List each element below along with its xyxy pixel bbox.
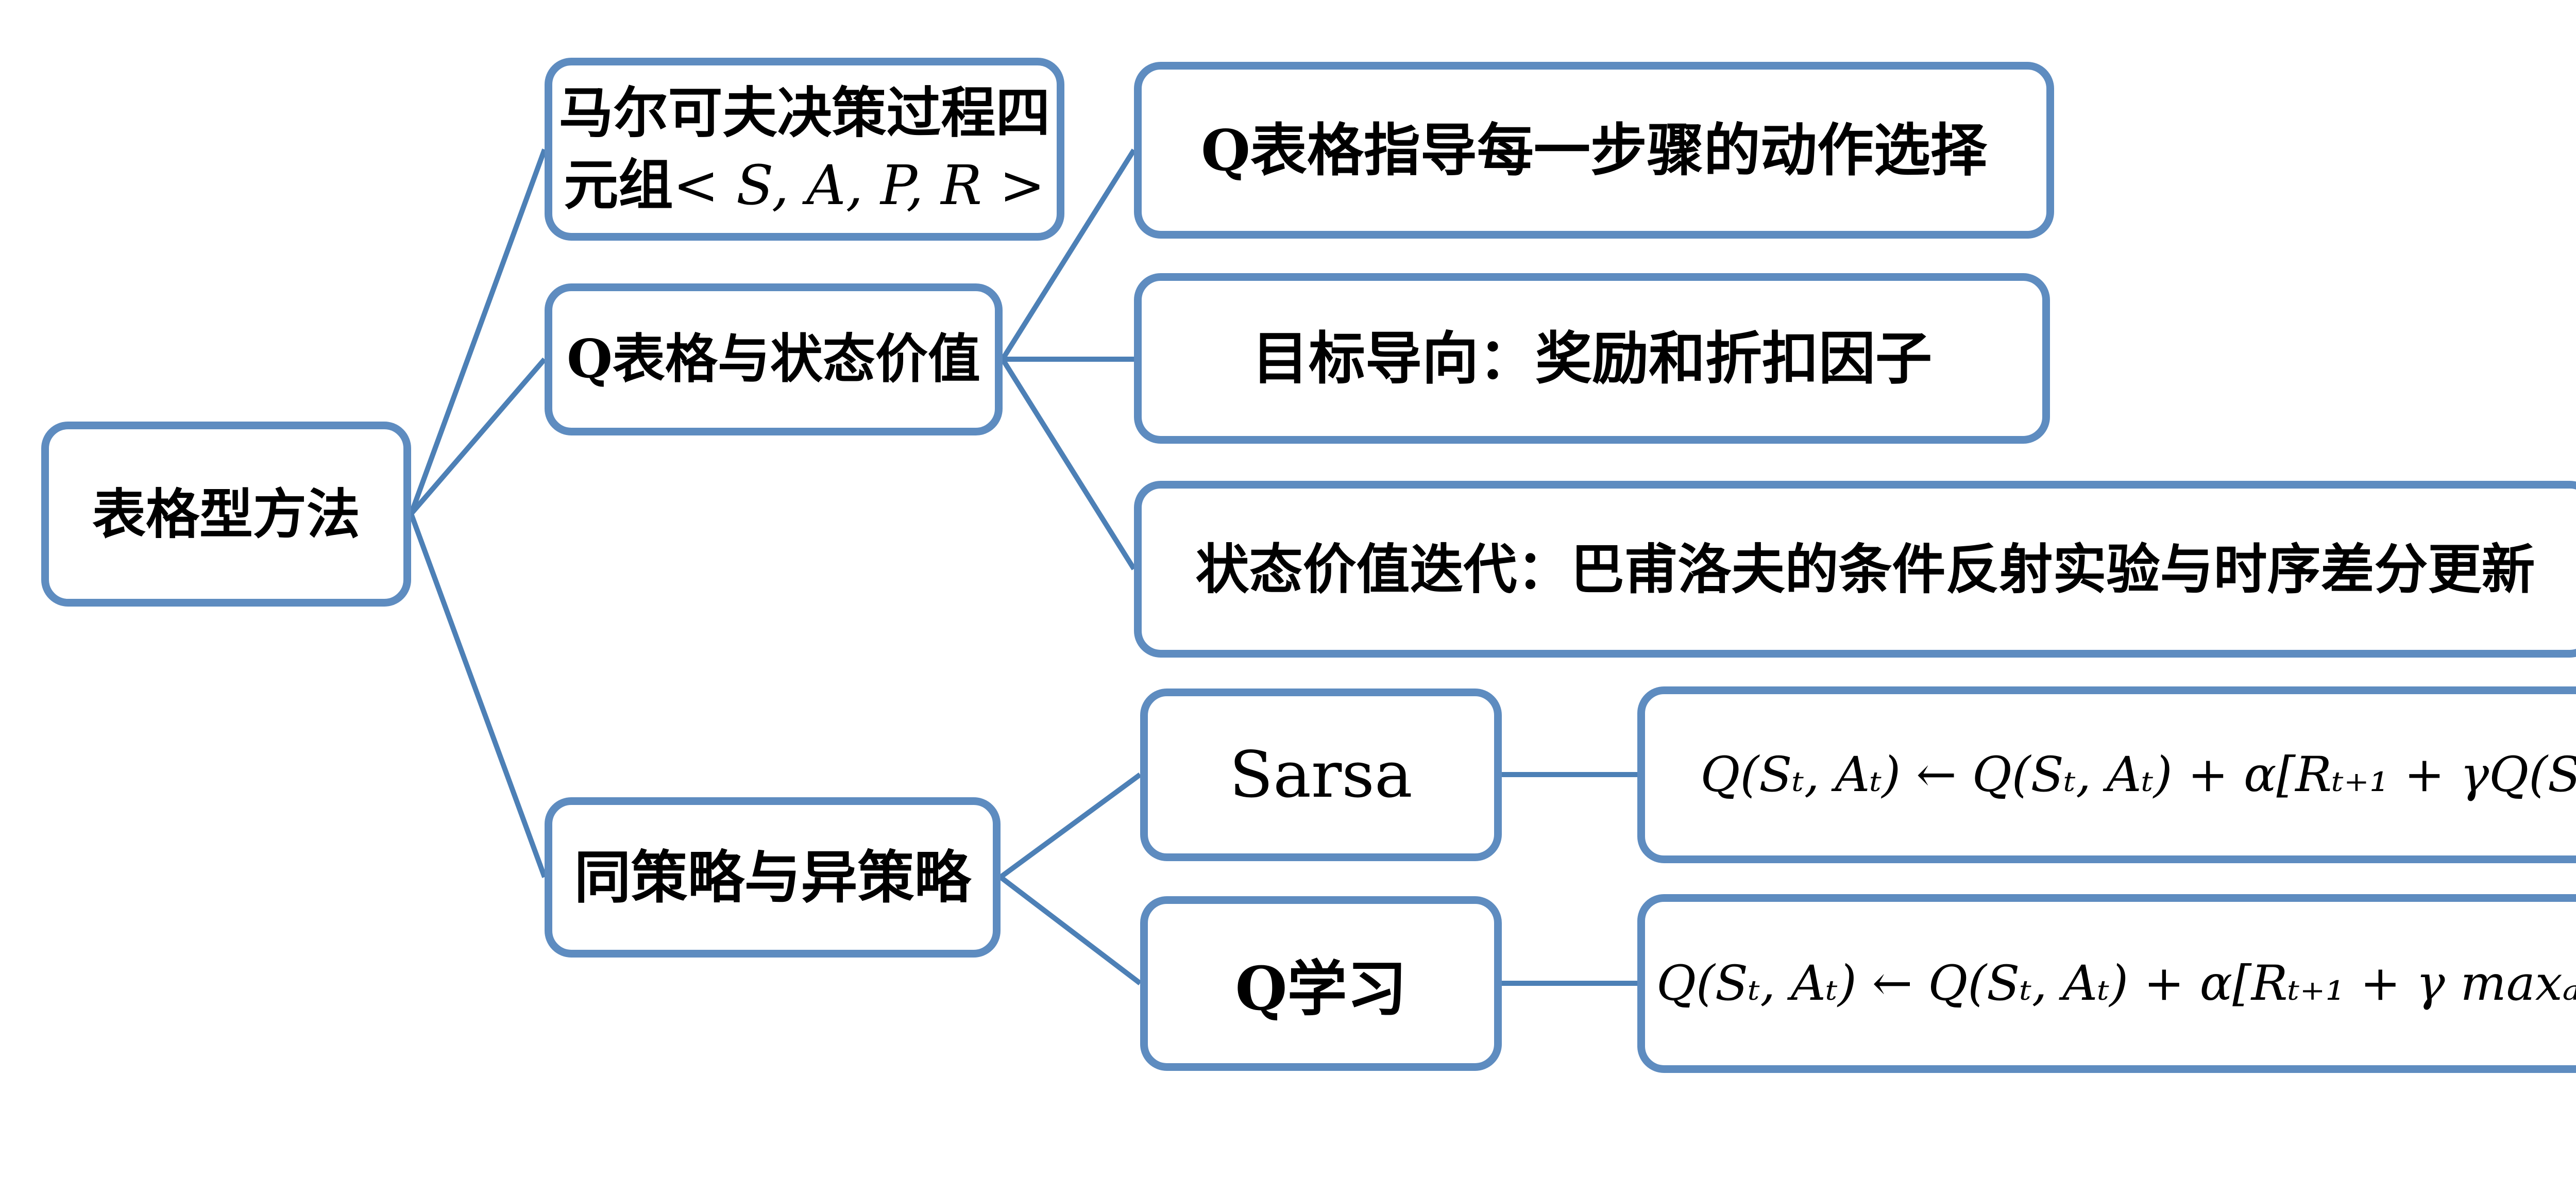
leaf-qtable-action-selection: Q表格指导每一步骤的动作选择 bbox=[1134, 62, 2054, 239]
node-mdp-four-tuple: 马尔可夫决策过程四元组< S, A, P, R > bbox=[545, 58, 1064, 241]
node-on-policy-off-policy: 同策略与异策略 bbox=[545, 797, 1001, 958]
leaf-state-value-iteration: 状态价值迭代：巴甫洛夫的条件反射实验与时序差分更新 bbox=[1134, 481, 2576, 658]
connector-line bbox=[409, 357, 547, 516]
node-mdp-label-math: < S, A, P, R > bbox=[673, 154, 1045, 217]
node-mdp-label-cn: 马尔可夫决策过程四元组 bbox=[558, 80, 1050, 217]
leaf-state-value-iteration-label: 状态价值迭代：巴甫洛夫的条件反射实验与时序差分更新 bbox=[1195, 537, 2535, 601]
node-sarsa: Sarsa bbox=[1140, 689, 1502, 861]
leaf-goal-oriented-reward-discount: 目标导向：奖励和折扣因子 bbox=[1134, 273, 2050, 444]
connector-line bbox=[1000, 148, 1137, 361]
connector-line bbox=[1000, 358, 1137, 570]
formula-box-sarsa-update: Q(Sₜ, Aₜ) ← Q(Sₜ, Aₜ) + α[Rₜ₊₁ + γQ(Sₜ₊₁… bbox=[1637, 686, 2576, 863]
node-root-tabular-methods: 表格型方法 bbox=[41, 422, 411, 607]
connector-line bbox=[998, 875, 1142, 985]
node-q-learning: Q学习 bbox=[1140, 896, 1502, 1071]
node-sarsa-label: Sarsa bbox=[1229, 737, 1413, 812]
node-policy-label: 同策略与异策略 bbox=[574, 844, 971, 911]
formula-sarsa-update: Q(Sₜ, Aₜ) ← Q(Sₜ, Aₜ) + α[Rₜ₊₁ + γQ(Sₜ₊₁… bbox=[1700, 747, 2576, 803]
formula-box-q-learning-update: Q(Sₜ, Aₜ) ← Q(Sₜ, Aₜ) + α[Rₜ₊₁ + γ maxₐ … bbox=[1637, 894, 2576, 1073]
node-qtable-label: Q表格与状态价值 bbox=[567, 328, 980, 391]
leaf-qtable-action-selection-label: Q表格指导每一步骤的动作选择 bbox=[1201, 116, 1987, 183]
node-q-learning-label: Q学习 bbox=[1235, 953, 1407, 1024]
node-qtable-state-value: Q表格与状态价值 bbox=[545, 283, 1003, 435]
leaf-goal-oriented-label: 目标导向：奖励和折扣因子 bbox=[1252, 325, 1932, 392]
node-mdp-label: 马尔可夫决策过程四元组< S, A, P, R > bbox=[555, 77, 1054, 222]
connector-line bbox=[999, 772, 1142, 880]
connector-line bbox=[409, 148, 547, 515]
formula-q-learning-update: Q(Sₜ, Aₜ) ← Q(Sₜ, Aₜ) + α[Rₜ₊₁ + γ maxₐ … bbox=[1656, 955, 2576, 1012]
node-root-label: 表格型方法 bbox=[92, 482, 360, 546]
connector-line bbox=[409, 513, 547, 878]
